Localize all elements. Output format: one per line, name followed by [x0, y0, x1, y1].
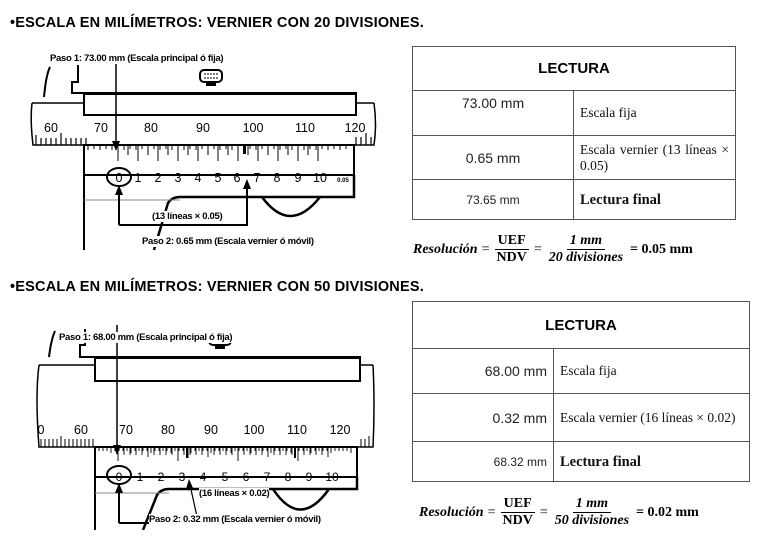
svg-text:2: 2: [158, 470, 165, 484]
reading-description: Escala vernier (16 líneas × 0.02): [553, 393, 750, 442]
reading-final-value: 73.65 mm: [412, 179, 574, 220]
svg-text:8: 8: [274, 171, 281, 185]
svg-text:4: 4: [195, 171, 202, 185]
formula-result: = 0.02 mm: [636, 504, 699, 520]
svg-text:1: 1: [135, 171, 142, 185]
svg-text:10: 10: [313, 171, 327, 185]
svg-text:1: 1: [137, 470, 144, 484]
table-title: LECTURA: [412, 46, 736, 91]
svg-text:6: 6: [234, 171, 241, 185]
vernier-caliper-diagram-20: 60 70 80 90 100 110 120 0 1 2 3 4 5 6 7 …: [28, 45, 378, 251]
resolution-formula-20: Resolución = UEF NDV = 1 mm 20 divisione…: [413, 233, 693, 265]
svg-text:3: 3: [175, 171, 182, 185]
step1-label: Paso 1: 73.00 mm (Escala principal ó fij…: [50, 53, 224, 64]
formula-result: = 0.05 mm: [630, 241, 693, 257]
svg-text:90: 90: [204, 423, 218, 437]
svg-text:0.05: 0.05: [337, 178, 349, 184]
svg-text:6: 6: [243, 470, 250, 484]
formula-lhs: Resolución: [419, 504, 484, 520]
svg-text:60: 60: [44, 121, 58, 135]
svg-text:8: 8: [285, 470, 292, 484]
svg-text:100: 100: [244, 423, 265, 437]
table-row: 0.65 mm Escala vernier (13 líneas × 0.05…: [412, 135, 736, 180]
svg-text:0: 0: [116, 171, 123, 185]
step2-label: Paso 2: 0.32 mm (Escala vernier ó móvil): [149, 514, 321, 525]
lines-note: (16 líneas × 0.02): [199, 488, 270, 499]
resolution-formula-50: Resolución = UEF NDV = 1 mm 50 divisione…: [419, 496, 699, 528]
table-row: 68.32 mm Lectura final: [412, 441, 750, 482]
svg-text:10: 10: [325, 470, 339, 484]
svg-text:90: 90: [196, 121, 210, 135]
caliper-illustration: 60 70 80 90 100 110 120 0 1 2 3 4 5 6 7 …: [30, 63, 377, 251]
svg-text:0: 0: [116, 470, 123, 484]
table-title: LECTURA: [412, 301, 750, 349]
reading-value: 0.65 mm: [412, 135, 574, 180]
reading-value: 68.00 mm: [412, 348, 554, 394]
svg-text:100: 100: [243, 121, 264, 135]
svg-text:5: 5: [215, 171, 222, 185]
svg-text:7: 7: [264, 470, 271, 484]
svg-text:80: 80: [144, 121, 158, 135]
reading-description: Escala fija: [573, 90, 736, 136]
table-row: 73.65 mm Lectura final: [412, 179, 736, 220]
reading-description: Lectura final: [573, 179, 736, 220]
step2-label: Paso 2: 0.65 mm (Escala vernier ó móvil): [142, 236, 314, 247]
reading-description: Escala vernier (13 líneas × 0.05): [573, 135, 736, 180]
svg-text:120: 120: [345, 121, 366, 135]
fraction-uef-ndv: UEF NDV: [500, 496, 535, 528]
fraction-uef-ndv: UEF NDV: [494, 233, 529, 265]
svg-text:4: 4: [200, 470, 207, 484]
reading-table-20: LECTURA 73.00 mm Escala fija 0.65 mm Esc…: [412, 46, 736, 220]
lines-note: (13 líneas × 0.05): [152, 211, 223, 222]
svg-text:70: 70: [119, 423, 133, 437]
table-row: 0.32 mm Escala vernier (16 líneas × 0.02…: [412, 393, 750, 442]
svg-text:9: 9: [295, 171, 302, 185]
reading-value: 73.00 mm: [412, 90, 574, 136]
svg-text:110: 110: [287, 423, 307, 437]
reading-description: Escala fija: [553, 348, 750, 394]
svg-text:5: 5: [222, 470, 229, 484]
svg-text:60: 60: [74, 423, 88, 437]
svg-text:80: 80: [161, 423, 175, 437]
svg-text:3: 3: [179, 470, 186, 484]
caliper-illustration: 0 60 70 80 90 100 110 120 0 1 2 3 4 5 6 …: [36, 325, 375, 531]
formula-lhs: Resolución: [413, 241, 478, 257]
step1-label: Paso 1: 68.00 mm (Escala principal ó fij…: [59, 332, 233, 343]
reading-description: Lectura final: [553, 441, 750, 482]
svg-text:0: 0: [38, 423, 45, 437]
svg-text:2: 2: [155, 171, 162, 185]
reading-value: 0.32 mm: [412, 393, 554, 442]
section-heading-50-divisions: •ESCALA EN MILÍMETROS: VERNIER CON 50 DI…: [10, 279, 424, 295]
svg-text:70: 70: [94, 121, 108, 135]
svg-text:9: 9: [306, 470, 313, 484]
svg-text:110: 110: [295, 121, 315, 135]
svg-text:120: 120: [330, 423, 351, 437]
svg-text:7: 7: [254, 171, 261, 185]
table-row: 73.00 mm Escala fija: [412, 90, 736, 136]
section-heading-20-divisions: •ESCALA EN MILÍMETROS: VERNIER CON 20 DI…: [10, 15, 424, 31]
fraction-mm-divisions: 1 mm 50 divisiones: [554, 496, 630, 528]
table-row: 68.00 mm Escala fija: [412, 348, 750, 394]
vernier-caliper-diagram-50: 0 60 70 80 90 100 110 120 0 1 2 3 4 5 6 …: [35, 325, 380, 531]
fraction-mm-divisions: 1 mm 20 divisiones: [548, 233, 624, 265]
reading-final-value: 68.32 mm: [412, 441, 554, 482]
reading-table-50: LECTURA 68.00 mm Escala fija 0.32 mm Esc…: [412, 301, 750, 482]
